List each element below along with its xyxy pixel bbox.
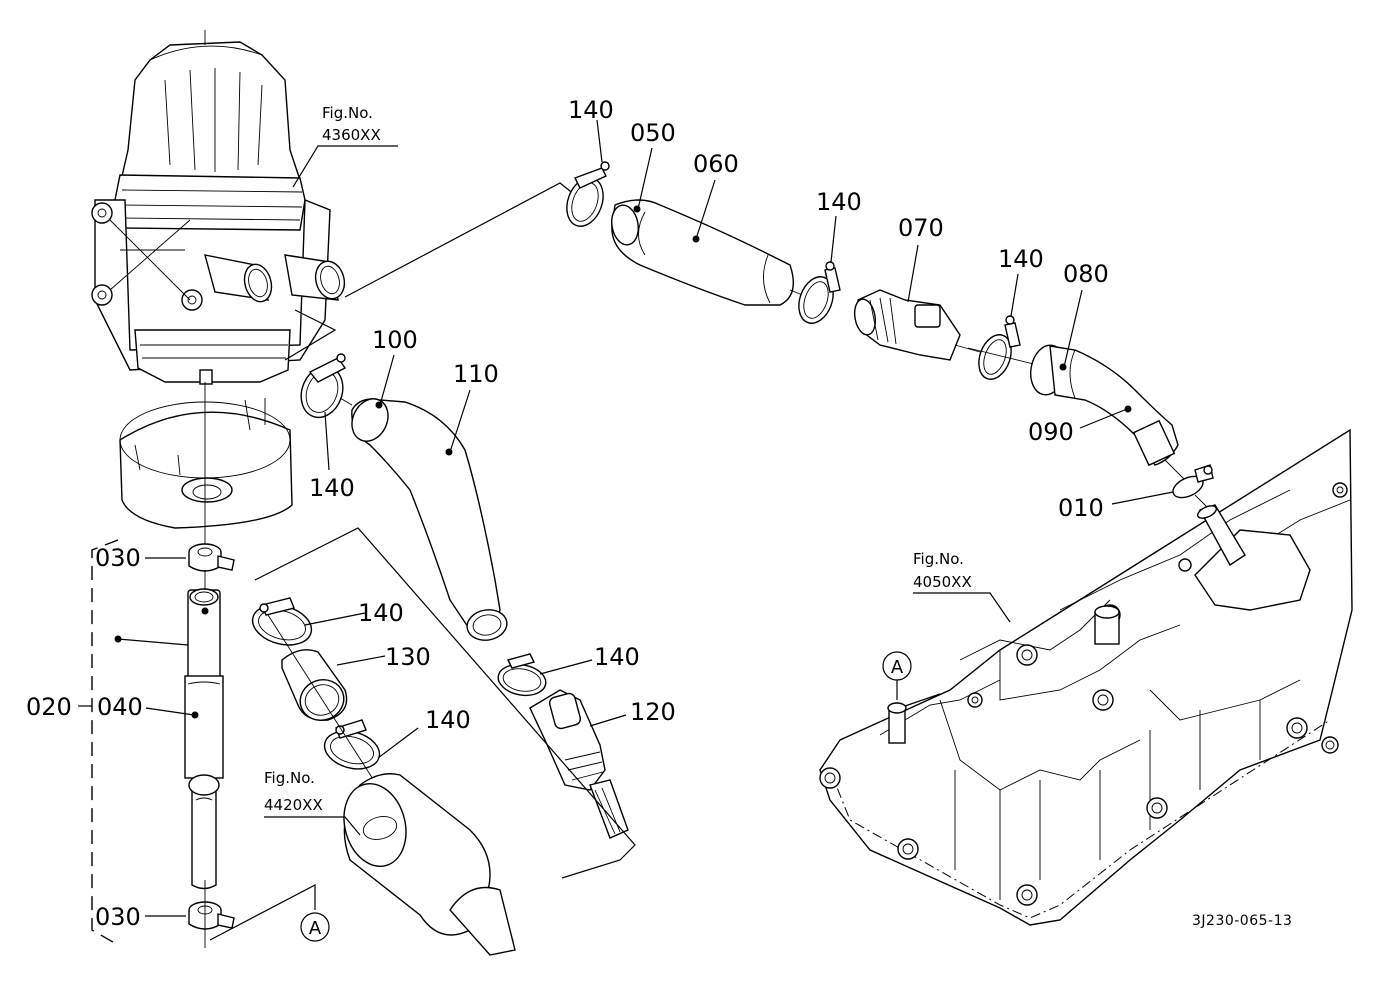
fig-ref-number: 4050XX bbox=[913, 573, 972, 591]
callout-110: 110 bbox=[453, 360, 499, 388]
callout-090: 090 bbox=[1028, 418, 1074, 446]
callout-050: 050 bbox=[630, 119, 676, 147]
callout-labels: 140 050 060 140 070 140 080 090 010 100 … bbox=[26, 96, 1109, 931]
oil-separator-assembly bbox=[91, 30, 398, 385]
callout-030: 030 bbox=[95, 903, 141, 931]
callout-120: 120 bbox=[630, 698, 676, 726]
fig-ref-number: 4360XX bbox=[322, 126, 381, 144]
hose-100-110 bbox=[284, 309, 508, 641]
callout-070: 070 bbox=[898, 214, 944, 242]
callout-130: 130 bbox=[385, 643, 431, 671]
head-cover-4050 bbox=[819, 428, 1353, 926]
fig-ref-label: Fig.No. bbox=[264, 769, 315, 787]
callout-140: 140 bbox=[358, 599, 404, 627]
sensor-120-area bbox=[254, 527, 636, 879]
callout-140: 140 bbox=[568, 96, 614, 124]
callout-020: 020 bbox=[26, 693, 72, 721]
callout-040: 040 bbox=[97, 693, 143, 721]
fig-ref-label: Fig.No. bbox=[322, 104, 373, 122]
figure-reference-4050: Fig.No. 4050XX bbox=[913, 550, 972, 591]
upper-hose-chain bbox=[344, 119, 1214, 509]
callout-080: 080 bbox=[1063, 260, 1109, 288]
figure-reference-4420: Fig.No. 4420XX bbox=[264, 769, 323, 814]
callout-140: 140 bbox=[594, 643, 640, 671]
fig-ref-label: Fig.No. bbox=[913, 550, 964, 568]
callout-010: 010 bbox=[1058, 494, 1104, 522]
callout-100: 100 bbox=[372, 326, 418, 354]
callout-030: 030 bbox=[95, 544, 141, 572]
fig-ref-number: 4420XX bbox=[264, 796, 323, 814]
callout-140: 140 bbox=[309, 474, 355, 502]
callout-140: 140 bbox=[425, 706, 471, 734]
marker-label: A bbox=[309, 918, 322, 939]
figure-reference-4360: Fig.No. 4360XX bbox=[322, 104, 381, 144]
outlet-4420-area bbox=[264, 773, 516, 956]
connection-marker-a-left: A bbox=[300, 912, 330, 942]
hose-assembly-020 bbox=[78, 539, 316, 948]
separator-cup bbox=[119, 382, 293, 545]
callout-140: 140 bbox=[816, 188, 862, 216]
marker-label: A bbox=[891, 657, 904, 678]
callout-140: 140 bbox=[998, 245, 1044, 273]
connection-marker-a-right: A bbox=[882, 651, 912, 681]
sleeve-130-area bbox=[251, 597, 419, 791]
drawing-code: 3J230-065-13 bbox=[1192, 913, 1292, 929]
callout-060: 060 bbox=[693, 150, 739, 178]
